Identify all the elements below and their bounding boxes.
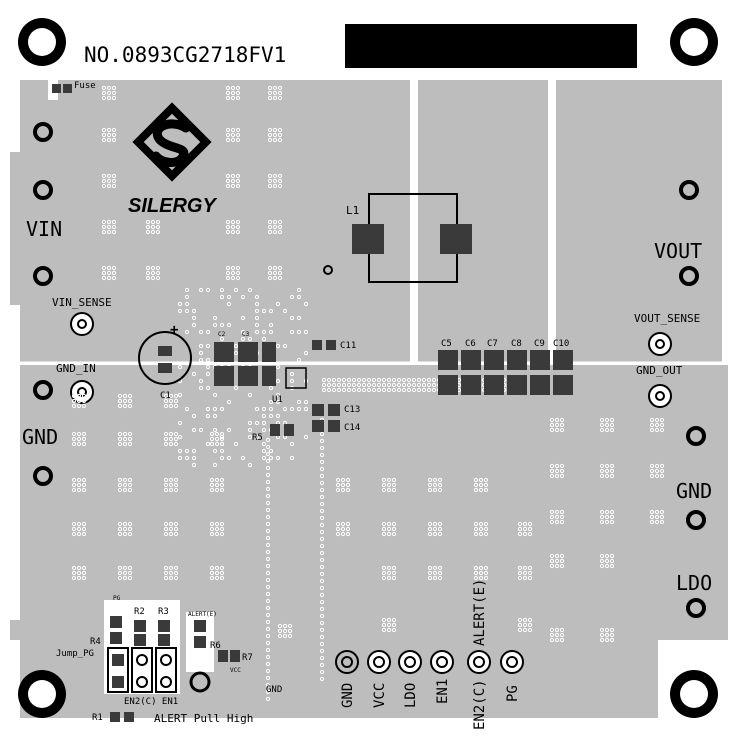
l1-label: L1 [346, 204, 359, 217]
c10-label: C10 [553, 339, 569, 349]
testpoint-label: LDO [403, 683, 419, 708]
vcc-small-label: VCC [230, 667, 241, 674]
vin-label: VIN [26, 217, 62, 241]
mounting-hole [670, 670, 718, 718]
vout-label: VOUT [654, 239, 702, 263]
gnd-right-label: GND [676, 479, 712, 503]
r6-label: R6 [210, 641, 221, 651]
vin-sense-label: VIN_SENSE [52, 296, 112, 309]
c14-label: C14 [344, 423, 360, 433]
mounting-hole [670, 18, 718, 66]
vout-copper-zone [418, 80, 548, 362]
gnd-small-label: GND [266, 685, 282, 695]
en-row-label: EN2(C) EN1 [124, 697, 178, 707]
testpoint [336, 651, 358, 673]
jump-pg-label: Jump_PG [56, 649, 94, 659]
mounting-hole [18, 670, 66, 718]
testpoint-label: EN1 [435, 679, 451, 704]
c11-label: C11 [340, 341, 356, 351]
testpoint-label: VCC [372, 683, 388, 708]
testpoint-label: EN2(C) [472, 679, 488, 730]
c1-plus: + [170, 322, 178, 338]
c6-label: C6 [465, 339, 476, 349]
gnd-in-label: GND_IN [56, 362, 96, 375]
c2-label: C2 [218, 331, 226, 338]
fuse-pad [63, 84, 72, 93]
r3-label: R3 [158, 607, 169, 617]
c13-label: C13 [344, 405, 360, 415]
board-id: NO.0893CG2718FV1 [84, 43, 286, 67]
c9-label: C9 [534, 339, 545, 349]
testpoint-label: GND [340, 683, 356, 708]
u1-label: U1 [272, 395, 283, 405]
testpoint-label: ALERT(E) [472, 579, 488, 646]
c3-label: C3 [242, 331, 250, 338]
testpoint [501, 651, 523, 673]
testpoint [399, 651, 421, 673]
testpoint [368, 651, 390, 673]
vout-sense-label: VOUT_SENSE [634, 312, 700, 325]
r5-label: R5 [252, 433, 263, 443]
c8-label: C8 [511, 339, 522, 349]
inductor-pad [352, 224, 384, 254]
logo-text: SILERGY [128, 195, 217, 217]
c5-label: C5 [441, 339, 452, 349]
c1-label: C1 [160, 391, 171, 401]
label-block [345, 24, 637, 68]
fuse-label: Fuse [74, 81, 96, 91]
alert-small-label: ALERT(E) [188, 611, 217, 618]
r1-label: R1 [92, 713, 103, 723]
fuse-pad [52, 84, 61, 93]
c7-label: C7 [487, 339, 498, 349]
ldo-label: LDO [676, 571, 712, 595]
r2-label: R2 [134, 607, 145, 617]
mounting-hole [18, 18, 66, 66]
r7-label: R7 [242, 653, 253, 663]
testpoint [431, 651, 453, 673]
pg-small-label: PG [113, 595, 121, 602]
testpoint [468, 651, 490, 673]
inductor-pad [440, 224, 472, 254]
testpoint-label: PG [505, 685, 521, 702]
gnd-left-label: GND [22, 425, 58, 449]
alert-pull-high-label: ALERT Pull High [154, 712, 253, 725]
r4-label: R4 [90, 637, 101, 647]
gnd-out-label: GND_OUT [636, 364, 683, 377]
